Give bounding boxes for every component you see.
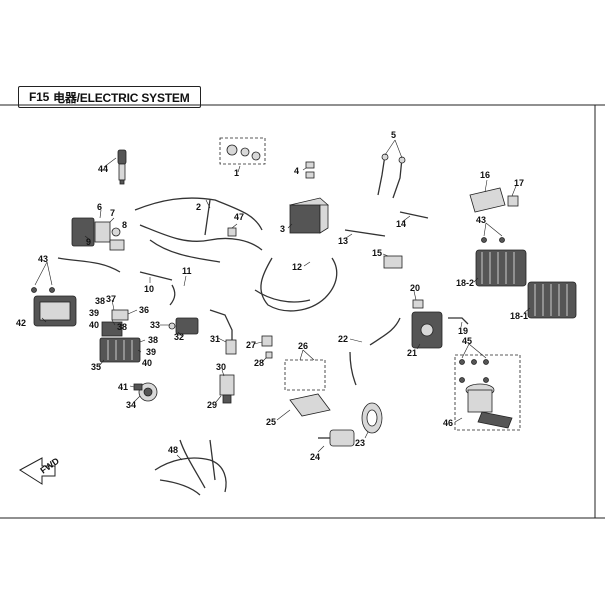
callout-9: 9 — [86, 237, 91, 247]
callout-29: 29 — [207, 400, 217, 410]
callout-48: 47 — [234, 212, 244, 222]
callout-10: 10 — [144, 284, 154, 294]
callout-20: 20 — [410, 283, 420, 293]
callout-33: 33 — [150, 320, 160, 330]
part-46-fasteners — [459, 359, 489, 383]
part-47-fuel-pump — [454, 354, 521, 431]
callout-14: 14 — [396, 219, 406, 229]
callout-13: 13 — [338, 236, 348, 246]
callout-40-top: 39 — [89, 308, 99, 318]
part-15-sensor — [383, 255, 403, 269]
callout-39-right: 38 — [148, 335, 158, 345]
callout-25: 25 — [266, 417, 276, 427]
callout-labels: 1 2 3 4 5 6 7 8 9 10 11 12 13 14 15 16 1… — [16, 130, 528, 462]
callout-47: 46 — [443, 418, 453, 428]
callout-12: 12 — [292, 262, 302, 272]
callout-42: 41 — [118, 382, 128, 392]
part-34-horn — [138, 382, 158, 402]
callout-43: 42 — [16, 318, 26, 328]
part-43-fuse-box — [33, 295, 77, 327]
part-18-1-regulator — [527, 281, 577, 319]
fwd-direction-marker: FWD — [19, 455, 61, 485]
callout-46: 45 — [462, 336, 472, 346]
part-24-stator — [318, 429, 355, 447]
part-23-coil — [361, 402, 383, 434]
callout-6: 6 — [97, 202, 102, 212]
part-14-rod — [399, 211, 429, 219]
part-19-clip — [448, 317, 469, 325]
callout-44-left: 43 — [38, 254, 48, 264]
callout-4: 4 — [294, 166, 299, 176]
callout-16: 16 — [480, 170, 490, 180]
part-44-fasteners-right — [481, 237, 505, 243]
callout-21: 21 — [407, 348, 417, 358]
callout-7: 7 — [110, 208, 115, 218]
callout-27: 27 — [246, 340, 256, 350]
part-3-battery — [289, 197, 329, 234]
part-2-main-harness — [134, 197, 263, 263]
callout-24: 24 — [310, 452, 320, 462]
callout-19: 19 — [458, 326, 468, 336]
callout-36: 36 — [139, 305, 149, 315]
part-42-bolt — [133, 383, 143, 391]
callout-26: 26 — [298, 341, 308, 351]
diagram-code: F15 — [29, 90, 50, 104]
callout-31: 31 — [210, 334, 220, 344]
part-25-26-ecu — [284, 359, 331, 417]
callout-34: 34 — [126, 400, 136, 410]
callout-15: 15 — [372, 248, 382, 258]
callout-32: 32 — [174, 332, 184, 342]
part-13-rod — [344, 229, 386, 237]
part-11-strap — [169, 284, 176, 306]
part-44-fasteners-left — [31, 287, 55, 293]
part-22-cable-end — [349, 351, 357, 386]
callout-39-top: 38 — [95, 296, 105, 306]
callout-2: 2 — [196, 202, 201, 212]
part-45-plug-cap — [117, 149, 127, 185]
callout-1: 1 — [234, 168, 239, 178]
callout-11: 11 — [182, 266, 192, 276]
callout-35: 35 — [91, 362, 101, 372]
callout-41-right: 40 — [142, 358, 152, 368]
part-49-harness — [154, 439, 227, 496]
callout-44-right: 43 — [476, 215, 486, 225]
callout-28: 28 — [254, 358, 264, 368]
part-35-41-fuse-block — [99, 309, 141, 363]
diagram-title: F15 电器/ELECTRIC SYSTEM — [18, 86, 201, 108]
callout-49: 48 — [168, 445, 178, 455]
callout-38: 38 — [117, 322, 127, 332]
callout-22: 22 — [338, 334, 348, 344]
part-1-switch-set — [219, 137, 266, 165]
part-20-21-relay — [411, 299, 443, 349]
part-5-sensors — [377, 153, 406, 199]
callout-18-1: 18-1 — [510, 311, 528, 321]
part-12-sub-harness — [254, 257, 338, 312]
diagram-title-text: 电器/ELECTRIC SYSTEM — [53, 90, 190, 105]
part-16-17-bracket — [469, 187, 519, 213]
part-32-33-sensor — [168, 317, 199, 335]
callout-5: 5 — [391, 130, 396, 140]
callout-17: 17 — [514, 178, 524, 188]
part-29-30-coil — [219, 374, 235, 404]
leader-lines — [34, 139, 531, 461]
callout-37: 37 — [106, 294, 116, 304]
callout-40-right: 39 — [146, 347, 156, 357]
callout-30: 30 — [216, 362, 226, 372]
callout-45: 44 — [98, 164, 108, 174]
part-22-cable — [369, 317, 401, 346]
callout-3: 3 — [280, 224, 285, 234]
callout-23: 23 — [355, 438, 365, 448]
callout-18-2: 18-2 — [456, 278, 474, 288]
part-4-bolt — [305, 161, 315, 179]
part-31-ignition — [209, 309, 237, 355]
part-27-28-small — [261, 335, 273, 359]
callout-8: 8 — [122, 220, 127, 230]
callout-41-top: 40 — [89, 320, 99, 330]
part-18-2-regulator — [475, 249, 527, 287]
part-10-strap — [139, 271, 173, 281]
part-9-wire — [57, 257, 121, 273]
